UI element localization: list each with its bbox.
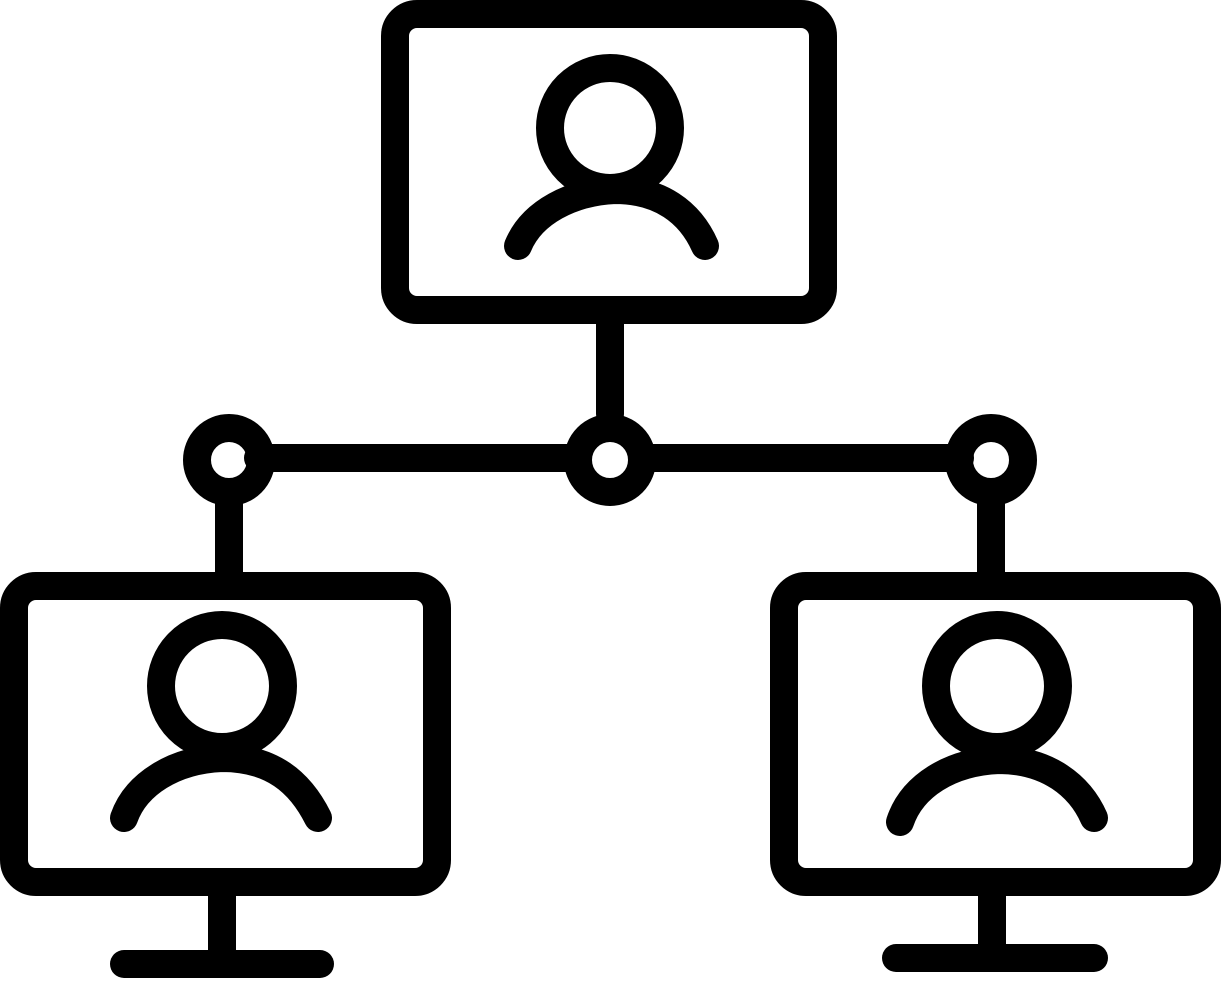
user-icon bbox=[110, 611, 332, 832]
user-head bbox=[922, 611, 1072, 761]
user-shoulders bbox=[886, 746, 1108, 836]
user-head bbox=[147, 611, 297, 761]
top-monitor bbox=[381, 0, 837, 324]
user-icon bbox=[886, 611, 1108, 836]
user-head bbox=[536, 54, 684, 202]
right-monitor bbox=[770, 572, 1221, 972]
center-node bbox=[564, 414, 656, 506]
user-icon bbox=[504, 54, 719, 260]
left-monitor bbox=[0, 572, 451, 978]
user-shoulders bbox=[110, 744, 332, 832]
user-shoulders bbox=[504, 176, 719, 260]
